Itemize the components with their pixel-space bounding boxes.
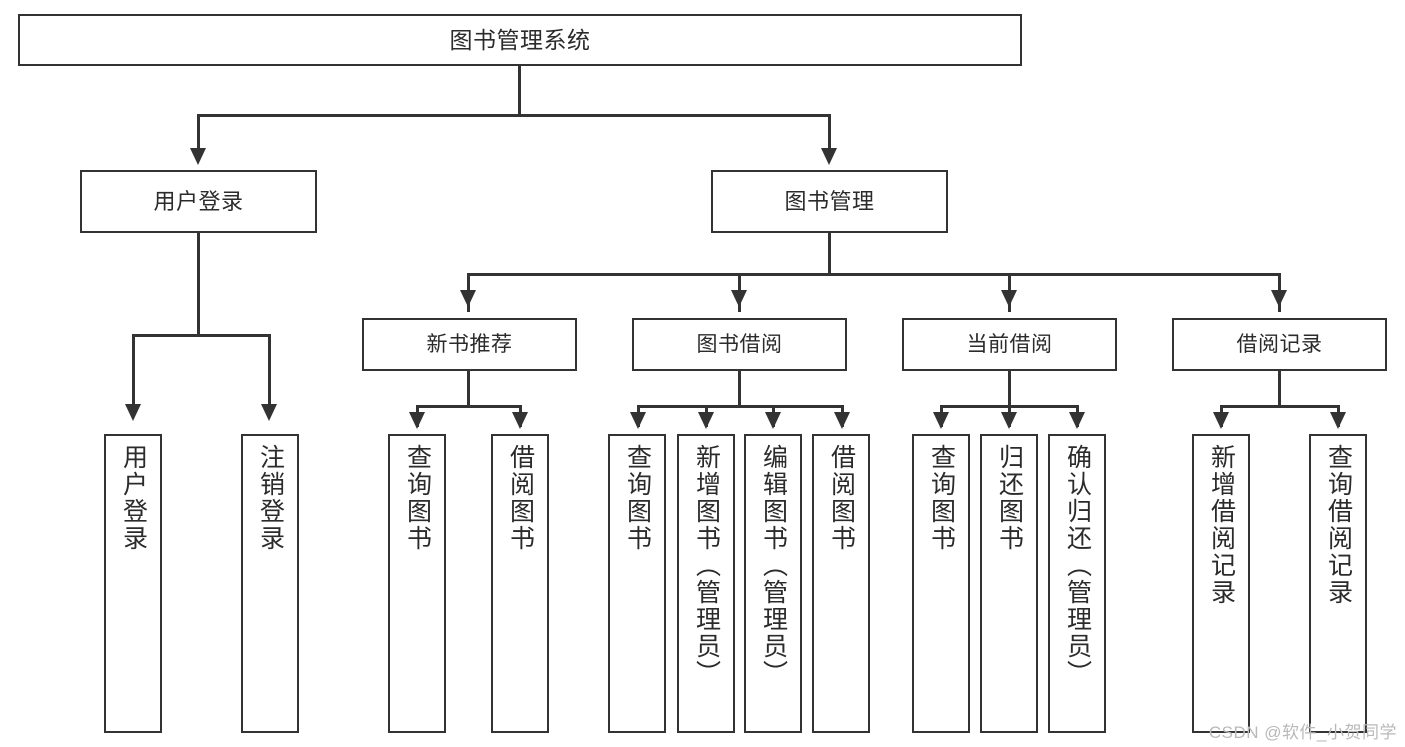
node-label: 用户登录 xyxy=(153,188,244,214)
leaf-book-borrow-query-book[interactable]: 查询图书 xyxy=(608,434,666,733)
arrow-borrow-record-child-1 xyxy=(1330,412,1346,429)
node-label: 注销登录 xyxy=(256,444,285,552)
leaf-new-book-query-book[interactable]: 查询图书 xyxy=(388,434,446,733)
node-borrow-record[interactable]: 借阅记录 xyxy=(1172,318,1387,371)
arrow-book-borrow-child-0 xyxy=(630,412,646,429)
arrow-user-login-child-1 xyxy=(261,404,277,421)
leaf-current-borrow-query-book[interactable]: 查询图书 xyxy=(912,434,970,733)
edge-new-book-bus xyxy=(416,405,522,408)
node-label: 当前借阅 xyxy=(966,333,1053,356)
node-label: 编辑图书（管理员） xyxy=(759,444,788,687)
leaf-user-login-login[interactable]: 用户登录 xyxy=(104,434,162,733)
edge-to-book-manage xyxy=(828,114,831,152)
node-label: 新书推荐 xyxy=(426,333,513,356)
node-book-borrow[interactable]: 图书借阅 xyxy=(632,318,847,371)
node-label: 图书借阅 xyxy=(696,333,783,356)
leaf-user-login-logout[interactable]: 注销登录 xyxy=(241,434,299,733)
node-label: 查询图书 xyxy=(927,444,956,552)
arrow-new-book-child-0 xyxy=(409,412,425,429)
node-root-system[interactable]: 图书管理系统 xyxy=(18,14,1022,66)
arrow-new-book-child-1 xyxy=(512,412,528,429)
node-label: 归还图书 xyxy=(995,444,1024,552)
arrow-book-manage-child-0 xyxy=(460,290,476,307)
leaf-current-borrow-return-book[interactable]: 归还图书 xyxy=(980,434,1038,733)
edge-book-manage-bus xyxy=(467,273,1281,276)
node-label: 借阅记录 xyxy=(1236,333,1323,356)
node-label: 新增借阅记录 xyxy=(1207,444,1236,606)
arrow-book-borrow-child-3 xyxy=(834,412,850,429)
edge-root-stem xyxy=(518,66,521,116)
node-label: 图书管理 xyxy=(784,188,875,214)
arrow-current-borrow-child-0 xyxy=(933,412,949,429)
edge-to-user-login xyxy=(197,114,200,152)
edge-user-login-stem xyxy=(197,233,200,336)
edge-book-borrow-stem xyxy=(738,371,741,408)
edge-user-login-child-1 xyxy=(268,334,271,406)
node-label: 图书管理系统 xyxy=(449,26,591,53)
arrow-book-manage-child-3 xyxy=(1271,290,1287,307)
arrow-book-borrow-child-1 xyxy=(698,412,714,429)
node-label: 借阅图书 xyxy=(827,444,856,552)
arrow-book-borrow-child-2 xyxy=(765,412,781,429)
node-label: 查询图书 xyxy=(403,444,432,552)
edge-book-borrow-bus xyxy=(637,405,844,408)
node-label: 确认归还（管理员） xyxy=(1063,444,1092,687)
leaf-current-borrow-confirm-return[interactable]: 确认归还（管理员） xyxy=(1048,434,1106,733)
node-label: 借阅图书 xyxy=(506,444,535,552)
leaf-new-book-borrow-book[interactable]: 借阅图书 xyxy=(491,434,549,733)
node-label: 查询图书 xyxy=(623,444,652,552)
edge-new-book-stem xyxy=(467,371,470,408)
arrow-current-borrow-child-2 xyxy=(1069,412,1085,429)
node-label: 新增图书（管理员） xyxy=(692,444,721,687)
edge-book-manage-stem xyxy=(828,233,831,275)
arrow-borrow-record-child-0 xyxy=(1213,412,1229,429)
arrow-to-user-login xyxy=(190,148,206,165)
edge-current-borrow-stem xyxy=(1008,371,1011,408)
leaf-book-borrow-add-book[interactable]: 新增图书（管理员） xyxy=(677,434,735,733)
node-label: 用户登录 xyxy=(119,444,148,552)
node-label: 查询借阅记录 xyxy=(1324,444,1353,606)
edge-root-bus xyxy=(197,114,831,117)
arrow-to-book-manage xyxy=(821,148,837,165)
edge-user-login-bus xyxy=(132,334,270,337)
edge-borrow-record-bus xyxy=(1220,405,1340,408)
arrow-book-manage-child-1 xyxy=(731,290,747,307)
arrow-book-manage-child-2 xyxy=(1001,290,1017,307)
node-current-borrow[interactable]: 当前借阅 xyxy=(902,318,1117,371)
leaf-book-borrow-borrow-book[interactable]: 借阅图书 xyxy=(812,434,870,733)
edge-user-login-child-0 xyxy=(132,334,135,406)
edge-borrow-record-stem xyxy=(1278,371,1281,408)
leaf-book-borrow-edit-book[interactable]: 编辑图书（管理员） xyxy=(744,434,802,733)
arrow-user-login-child-0 xyxy=(125,404,141,421)
node-new-book-recommend[interactable]: 新书推荐 xyxy=(362,318,577,371)
leaf-borrow-record-add-record[interactable]: 新增借阅记录 xyxy=(1192,434,1250,733)
node-book-manage[interactable]: 图书管理 xyxy=(711,170,948,233)
leaf-borrow-record-query-record[interactable]: 查询借阅记录 xyxy=(1309,434,1367,733)
arrow-current-borrow-child-1 xyxy=(1001,412,1017,429)
node-user-login[interactable]: 用户登录 xyxy=(80,170,317,233)
